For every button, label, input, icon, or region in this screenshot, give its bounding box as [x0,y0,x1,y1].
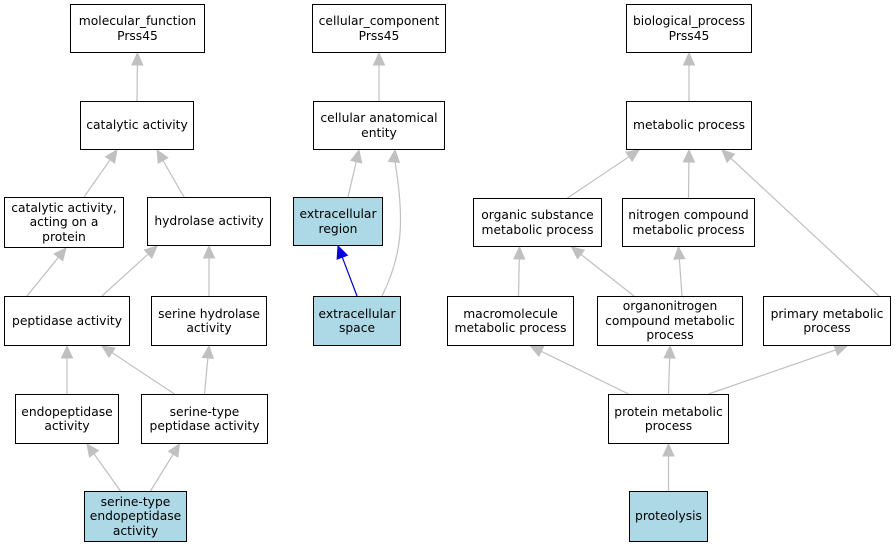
arrowhead-organonitrogen-to-organic_sub [570,246,586,260]
arrowhead-extracellular_space-to-extracellular_region [336,244,349,260]
node-organonitrogen-compound-metabolic-process[interactable]: organonitrogen compound metabolic proces… [597,296,743,346]
node-hydrolase-activity[interactable]: hydrolase activity [147,197,271,246]
node-label: extracellular space [318,306,396,336]
arrowhead-proteolysis-to-protein_metabolic [662,442,675,457]
node-label: catalytic activity [86,118,188,133]
node-label: serine-type peptidase activity [149,404,260,434]
arrowhead-endopeptidase-to-peptidase [60,344,74,359]
arrowhead-extracellular_space-to-cell_anat [387,148,401,164]
arrowhead-primary-to-metabolic [721,149,736,164]
edge-extracellular_space-to-cell_anat [381,161,402,297]
node-label: hydrolase activity [154,214,264,229]
edge-peptidase-to-cat_protein [26,256,59,297]
arrowhead-protein_metabolic-to-organonitrogen [663,344,676,359]
edge-primary-to-metabolic [730,157,880,297]
edge-protein_metabolic-to-organonitrogen [667,357,671,395]
node-catalytic-activity-acting-on-protein[interactable]: catalytic activity, acting on a protein [4,197,124,248]
node-extracellular-region[interactable]: extracellular region [293,197,383,246]
arrowhead-protein_metabolic-to-primary [833,344,849,357]
node-label: peptidase activity [12,313,122,328]
node-label: serine-type endopeptidase activity [89,494,182,538]
node-extracellular-space[interactable]: extracellular space [313,296,401,346]
edge-organonitrogen-to-nitrogen [678,258,683,297]
node-label: macromolecule metabolic process [454,306,567,336]
node-peptidase-activity[interactable]: peptidase activity [4,296,130,346]
edge-extracellular_region-to-cell_anat [347,161,357,198]
node-organic-substance-metabolic-process[interactable]: organic substance metabolic process [473,198,602,247]
node-label: extracellular region [299,207,377,236]
edge-hydrolase-to-catalytic [162,160,185,198]
arrowhead-hydrolase-to-catalytic [156,148,169,164]
node-label: proteolysis [635,509,702,524]
node-endopeptidase-activity[interactable]: endopeptidase activity [15,394,119,444]
node-serine-type-peptidase-activity[interactable]: serine-type peptidase activity [141,394,268,444]
arrowhead-extracellular_region-to-cell_anat [350,148,363,164]
node-nitrogen-compound-metabolic-process[interactable]: nitrogen compound metabolic process [622,198,755,247]
node-metabolic-process[interactable]: metabolic process [626,101,752,150]
arrowhead-serine_peptidase-to-peptidase [100,345,116,359]
arrowhead-peptidase-to-cat_protein [53,247,67,262]
arrowhead-macromolecule-to-organic_sub [512,245,526,260]
edge-serine_endopeptidase-to-serine_peptidase [149,453,174,492]
arrowhead-protein_metabolic-to-macromolecule [529,345,545,358]
node-label: molecular_function Prss45 [78,14,197,43]
node-label: cellular anatomical entity [320,111,438,140]
node-label: biological_process Prss45 [632,14,746,43]
node-label: metabolic process [633,118,745,133]
arrowhead-metabolic-to-bp_root [682,51,696,66]
node-serine-type-endopeptidase-activity[interactable]: serine-type endopeptidase activity [84,491,187,542]
node-label: catalytic activity, acting on a protein [11,200,117,244]
edge-serine_endopeptidase-to-endopeptidase [93,453,121,492]
node-proteolysis[interactable]: proteolysis [629,491,708,542]
node-molecular-function[interactable]: molecular_function Prss45 [70,4,205,53]
arrowhead-serine_hydrolase-to-hydrolase [202,244,216,259]
node-cellular-component[interactable]: cellular_component Prss45 [312,4,446,53]
arrowhead-cell_anat-to-cc_root [372,51,386,66]
arrowhead-catalytic-to-mf_root [131,51,144,66]
edge-serine_peptidase-to-peptidase [111,352,175,395]
node-label: organic substance metabolic process [481,208,594,237]
arrowhead-serine_peptidase-to-serine_hydrolase [201,344,215,360]
edge-serine_peptidase-to-serine_hydrolase [203,357,209,395]
node-cellular-anatomical-entity[interactable]: cellular anatomical entity [313,101,445,150]
node-protein-metabolic-process[interactable]: protein metabolic process [608,394,729,444]
node-label: nitrogen compound metabolic process [628,208,749,237]
edge-macromolecule-to-organic_sub [517,258,520,297]
arrowhead-organic_sub-to-metabolic [625,149,640,163]
arrowhead-nitrogen-to-metabolic [682,148,696,163]
edge-cat_protein-to-catalytic [83,159,111,198]
node-label: serine hydrolase activity [158,306,260,336]
node-label: primary metabolic process [770,306,884,336]
edge-peptidase-to-hydrolase [101,253,149,297]
edge-organonitrogen-to-organic_sub [580,253,635,297]
edge-protein_metabolic-to-macromolecule [541,350,629,395]
node-macromolecule-metabolic-process[interactable]: macromolecule metabolic process [447,296,574,346]
node-label: endopeptidase activity [21,404,113,434]
arrowhead-serine_endopeptidase-to-endopeptidase [86,443,100,458]
arrowhead-cat_protein-to-catalytic [104,149,118,164]
edge-extracellular_space-to-extracellular_region [341,257,358,297]
arrowhead-organonitrogen-to-nitrogen [673,245,686,260]
edge-organic_sub-to-metabolic [567,156,630,199]
node-label: cellular_component Prss45 [318,14,440,43]
node-label: protein metabolic process [614,404,723,434]
node-primary-metabolic-process[interactable]: primary metabolic process [763,296,891,346]
arrowhead-peptidase-to-hydrolase [143,245,158,260]
node-biological-process[interactable]: biological_process Prss45 [626,4,752,53]
arrowhead-serine_endopeptidase-to-serine_peptidase [167,442,181,458]
edge-protein_metabolic-to-primary [708,349,836,395]
node-serine-hydrolase-activity[interactable]: serine hydrolase activity [151,296,267,346]
node-catalytic-activity[interactable]: catalytic activity [80,101,194,150]
node-label: organonitrogen compound metabolic proces… [605,299,735,343]
